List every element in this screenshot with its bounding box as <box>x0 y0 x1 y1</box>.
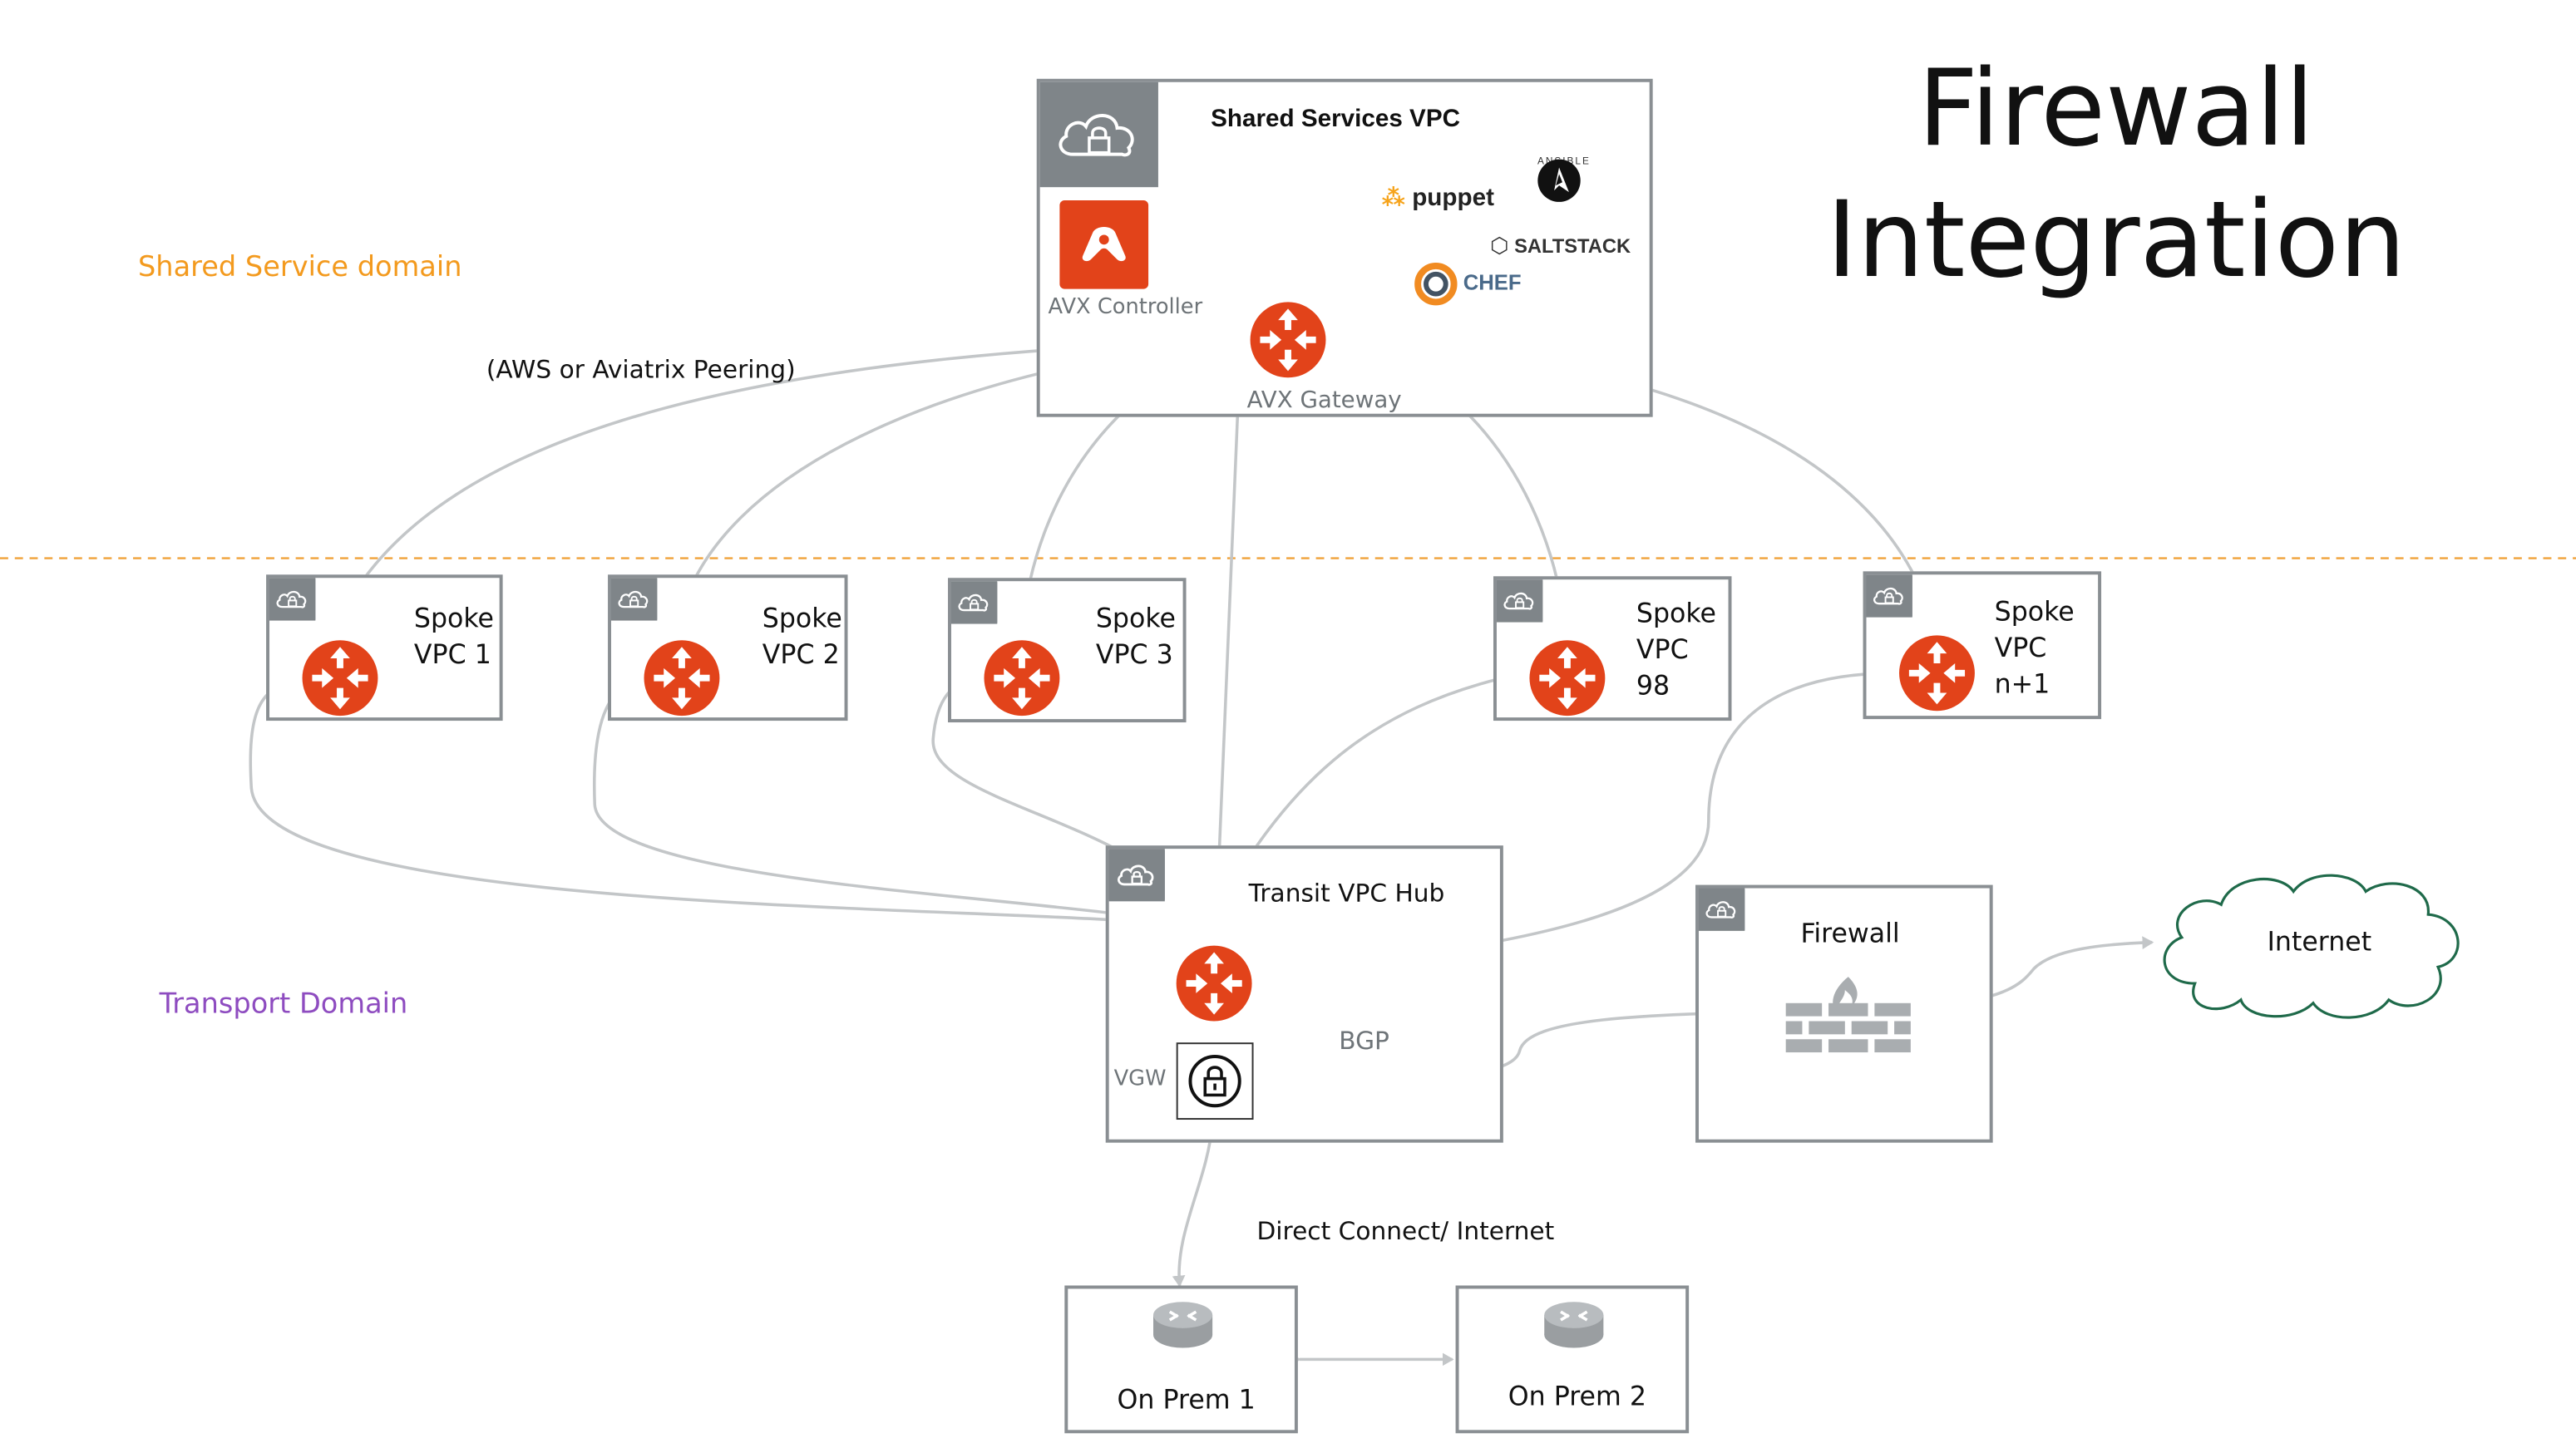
internet-cloud[interactable]: Internet <box>2149 865 2470 1027</box>
spoke-3-router-icon[interactable] <box>983 638 1062 717</box>
bgp-label: BGP <box>1339 1026 1389 1056</box>
on-prem-2: On Prem 2 <box>1455 1285 1690 1434</box>
spoke-label-line1: Spoke <box>1636 597 1717 629</box>
avx-controller-icon[interactable] <box>1059 199 1149 289</box>
vpc-cloud-tab <box>1108 849 1165 902</box>
transit-line-spoke-1 <box>249 677 1218 936</box>
saltstack-cube-icon: ⬡ <box>1490 233 1509 259</box>
internet-cloud-icon <box>2163 874 2460 1019</box>
firewall-label: Firewall <box>1800 918 1900 949</box>
spoke-label-line2: VPC 3 <box>1095 638 1173 670</box>
on-prem-router-icon[interactable] <box>1541 1295 1606 1351</box>
vpc-cloud-tab <box>1866 574 1912 618</box>
transit-label: Transit VPC Hub <box>1248 878 1445 909</box>
on-prem-1: On Prem 1 <box>1064 1285 1298 1434</box>
cloud-lock-icon <box>1108 850 1165 900</box>
vgw-label: VGW <box>1113 1066 1167 1092</box>
puppet-text: puppet <box>1412 184 1494 212</box>
internet-label: Internet <box>2267 925 2372 958</box>
chef-logo: CHEF <box>1414 263 1522 306</box>
saltstack-text: SALTSTACK <box>1514 234 1631 259</box>
vpc-cloud-tab <box>1039 81 1158 188</box>
spoke-vpc-2: Spoke VPC 2 <box>608 574 848 722</box>
transport-domain-label: Transport Domain <box>159 988 408 1022</box>
vpc-cloud-tab <box>950 581 998 624</box>
on-prem-router-icon[interactable] <box>1150 1295 1216 1351</box>
vpc-cloud-tab <box>269 578 316 621</box>
spoke-label-line1: Spoke <box>1095 602 1176 634</box>
spoke-2-router-icon[interactable] <box>643 638 722 717</box>
spoke-98-router-icon[interactable] <box>1527 638 1606 717</box>
spoke-vpc-n1: Spoke VPC n+1 <box>1863 571 2102 720</box>
gateway-transit-line <box>1209 337 1248 938</box>
on-prem-1-label: On Prem 1 <box>1117 1384 1256 1416</box>
spoke-1-router-icon[interactable] <box>301 638 380 717</box>
transit-vpc-hub: Transit VPC Hub BGP VGW <box>1105 845 1503 1143</box>
vgw-icon[interactable] <box>1176 1042 1254 1120</box>
puppet-logo: ⁂ puppet <box>1382 184 1494 212</box>
spoke-label-line2: VPC n+1 <box>1994 632 2050 700</box>
avx-controller-label: AVX Controller <box>1048 295 1203 321</box>
spoke-label-line2: VPC 2 <box>762 638 840 670</box>
spoke-label-line1: Spoke <box>1994 595 2075 628</box>
saltstack-logo: ⬡ SALTSTACK <box>1490 233 1631 259</box>
ansible-icon <box>1537 159 1581 202</box>
peering-label: (AWS or Aviatrix Peering) <box>486 354 796 385</box>
chef-text: CHEF <box>1463 269 1522 295</box>
cloud-lock-icon <box>269 579 316 620</box>
transit-router-icon[interactable] <box>1175 944 1254 1023</box>
direct-connect-label: Direct Connect/ Internet <box>1256 1216 1555 1247</box>
cloud-lock-icon <box>1698 889 1745 930</box>
cloud-lock-icon <box>950 582 998 623</box>
cloud-lock-icon <box>1496 580 1543 622</box>
vpc-cloud-tab <box>1496 579 1543 623</box>
spoke-label-line2: VPC 98 <box>1636 633 1689 702</box>
vpc-cloud-tab <box>1698 888 1745 931</box>
spoke-label-line1: Spoke <box>762 602 842 634</box>
shared-vpc-title: Shared Services VPC <box>1211 105 1461 133</box>
spoke-vpc-98: Spoke VPC 98 <box>1493 576 1732 722</box>
diagram-title-line2: Integration <box>1826 180 2406 303</box>
spoke-label-line1: Spoke <box>413 602 495 634</box>
ansible-logo: ANSIBLE <box>1536 158 1591 202</box>
cloud-lock-icon <box>610 579 658 620</box>
vpc-cloud-tab <box>610 578 658 621</box>
firewall-icon[interactable] <box>1785 973 1911 1053</box>
spoke-label-line2: VPC 1 <box>413 638 491 670</box>
chef-icon <box>1414 263 1458 306</box>
spoke-n1-router-icon[interactable] <box>1897 633 1976 712</box>
firewall-box: Firewall <box>1695 884 1993 1143</box>
avx-gateway-router-icon[interactable] <box>1249 300 1328 379</box>
spoke-vpc-1: Spoke VPC 1 <box>266 574 503 722</box>
cloud-lock-icon <box>1059 114 1134 157</box>
spoke-vpc-3: Spoke VPC 3 <box>948 578 1187 723</box>
diagram-title-line1: Firewall <box>1917 49 2315 171</box>
puppet-mark-icon: ⁂ <box>1381 184 1405 210</box>
cloud-lock-icon <box>1866 575 1912 617</box>
shared-domain-label: Shared Service domain <box>137 251 462 284</box>
avx-gateway-label: AVX Gateway <box>1246 387 1402 414</box>
on-prem-2-label: On Prem 2 <box>1508 1381 1646 1412</box>
shared-services-vpc: Shared Services VPC AVX Controller ⁂ pup… <box>1036 78 1653 417</box>
transit-line-spoke-2 <box>592 675 1208 929</box>
vgw-onprem-line <box>1172 1112 1221 1288</box>
